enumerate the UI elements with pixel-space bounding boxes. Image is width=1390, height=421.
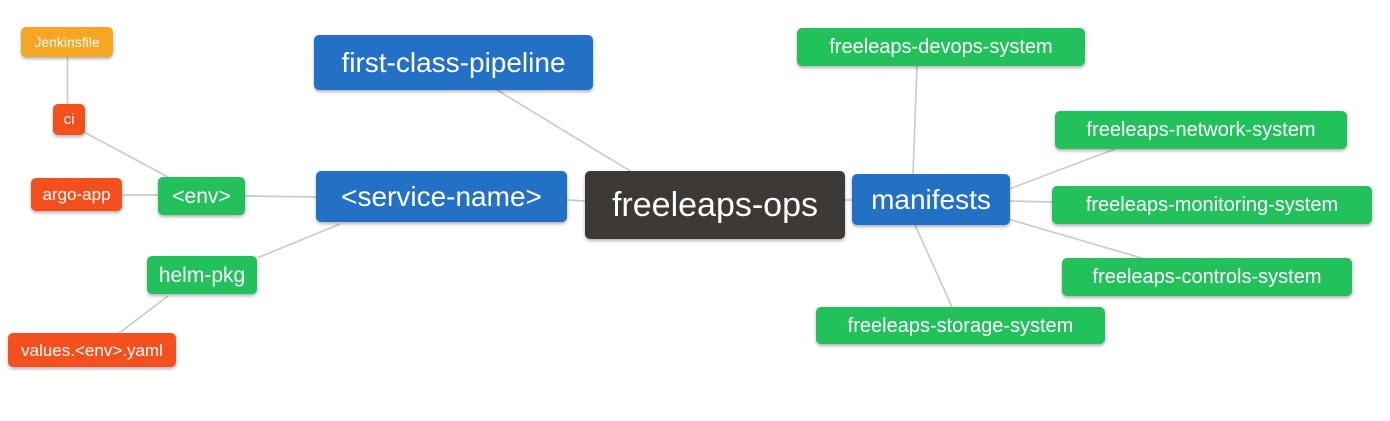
node-first-class-pipeline-label: first-class-pipeline — [341, 46, 566, 78]
edge-env-servicename — [244, 195, 317, 198]
edge-manifests-storage — [914, 224, 954, 310]
node-service-name[interactable]: <service-name> — [316, 171, 567, 222]
node-first-class-pipeline[interactable]: first-class-pipeline — [314, 35, 593, 90]
node-freeleaps-controls-system-label: freeleaps-controls-system — [1092, 266, 1322, 288]
node-jenkinsfile[interactable]: Jenkinsfile — [21, 27, 113, 57]
node-env[interactable]: <env> — [158, 177, 245, 215]
node-helm-pkg[interactable]: helm-pkg — [147, 256, 257, 294]
edge-manifests-controls — [1007, 218, 1146, 260]
node-freeleaps-devops-system[interactable]: freeleaps-devops-system — [797, 28, 1085, 66]
node-freeleaps-network-system-label: freeleaps-network-system — [1086, 119, 1316, 141]
node-manifests[interactable]: manifests — [852, 174, 1010, 225]
node-freeleaps-devops-system-label: freeleaps-devops-system — [829, 36, 1053, 58]
edge-pipeline-ops — [496, 89, 641, 178]
node-helm-pkg-label: helm-pkg — [158, 263, 246, 287]
node-freeleaps-storage-system[interactable]: freeleaps-storage-system — [816, 307, 1105, 344]
node-service-name-label: <service-name> — [341, 180, 542, 212]
edge-manifests-devops — [912, 64, 918, 177]
edge-manifests-network — [1008, 148, 1116, 190]
node-values-env-yaml-label: values.<env>.yaml — [21, 340, 163, 360]
node-freeleaps-ops-label: freeleaps-ops — [611, 186, 818, 224]
node-ci[interactable]: ci — [53, 104, 85, 135]
node-freeleaps-monitoring-system-label: freeleaps-monitoring-system — [1085, 194, 1339, 216]
node-freeleaps-monitoring-system[interactable]: freeleaps-monitoring-system — [1052, 186, 1372, 224]
node-values-env-yaml[interactable]: values.<env>.yaml — [8, 333, 176, 367]
node-freeleaps-controls-system[interactable]: freeleaps-controls-system — [1062, 258, 1352, 296]
node-freeleaps-ops[interactable]: freeleaps-ops — [585, 171, 845, 239]
node-freeleaps-storage-system-label: freeleaps-storage-system — [847, 314, 1074, 337]
node-ci-label: ci — [63, 111, 75, 128]
node-argo-app[interactable]: argo-app — [31, 178, 122, 211]
edge-values-helmpkg — [117, 295, 169, 335]
node-manifests-label: manifests — [871, 183, 991, 215]
edge-ci-env — [83, 131, 171, 179]
edge-helmpkg-servicename — [256, 223, 341, 259]
node-freeleaps-network-system[interactable]: freeleaps-network-system — [1055, 111, 1347, 149]
node-argo-app-label: argo-app — [42, 185, 111, 204]
node-jenkinsfile-label: Jenkinsfile — [34, 34, 100, 50]
edge-manifests-monitoring — [1009, 200, 1053, 203]
node-env-label: <env> — [172, 184, 231, 208]
